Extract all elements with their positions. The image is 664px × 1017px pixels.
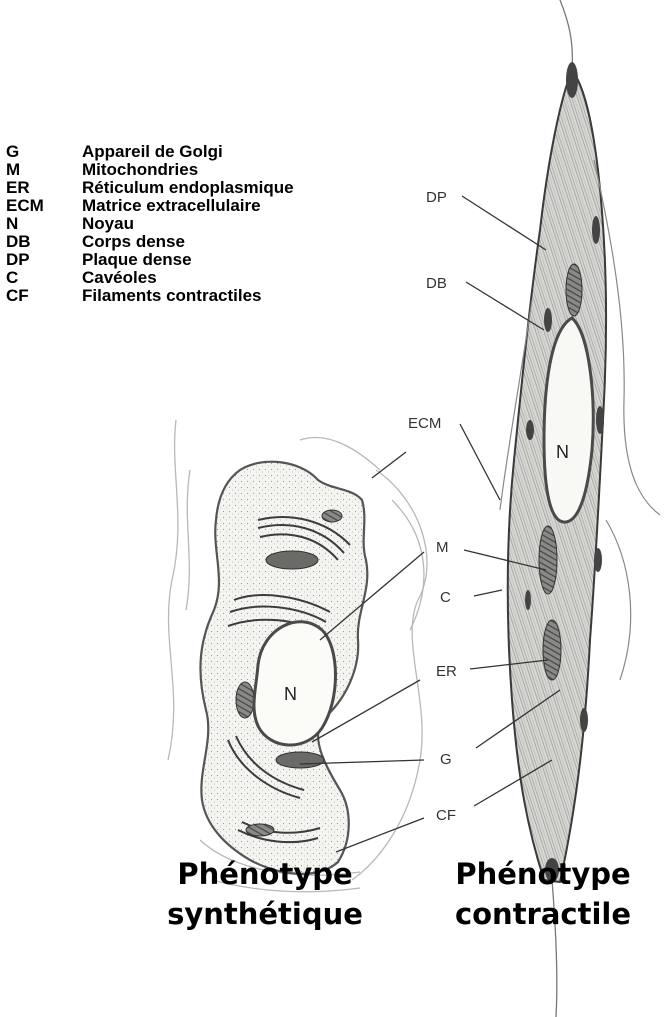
caption-synthetic: Phénotype synthétique — [148, 854, 382, 934]
structure-labels: DP DB ECM M C ER G CF — [408, 189, 457, 824]
label-cf: CF — [436, 807, 456, 824]
caption-contractile: Phénotype contractile — [428, 854, 658, 934]
label-db: DB — [426, 275, 447, 292]
label-er: ER — [436, 663, 457, 680]
nucleus-contractile-label: N — [556, 442, 569, 462]
label-ecm: ECM — [408, 415, 441, 432]
caption-contractile-line1: Phénotype — [428, 854, 658, 894]
label-g: G — [440, 751, 452, 768]
caption-contractile-line2: contractile — [428, 894, 658, 934]
caption-synthetic-line1: Phénotype — [148, 854, 382, 894]
label-c: C — [440, 589, 451, 606]
caption-synthetic-line2: synthétique — [148, 894, 382, 934]
nucleus-synthetic-label: N — [284, 684, 297, 704]
synthetic-cell: N — [200, 462, 367, 874]
label-m: M — [436, 539, 449, 556]
label-dp: DP — [426, 189, 447, 206]
